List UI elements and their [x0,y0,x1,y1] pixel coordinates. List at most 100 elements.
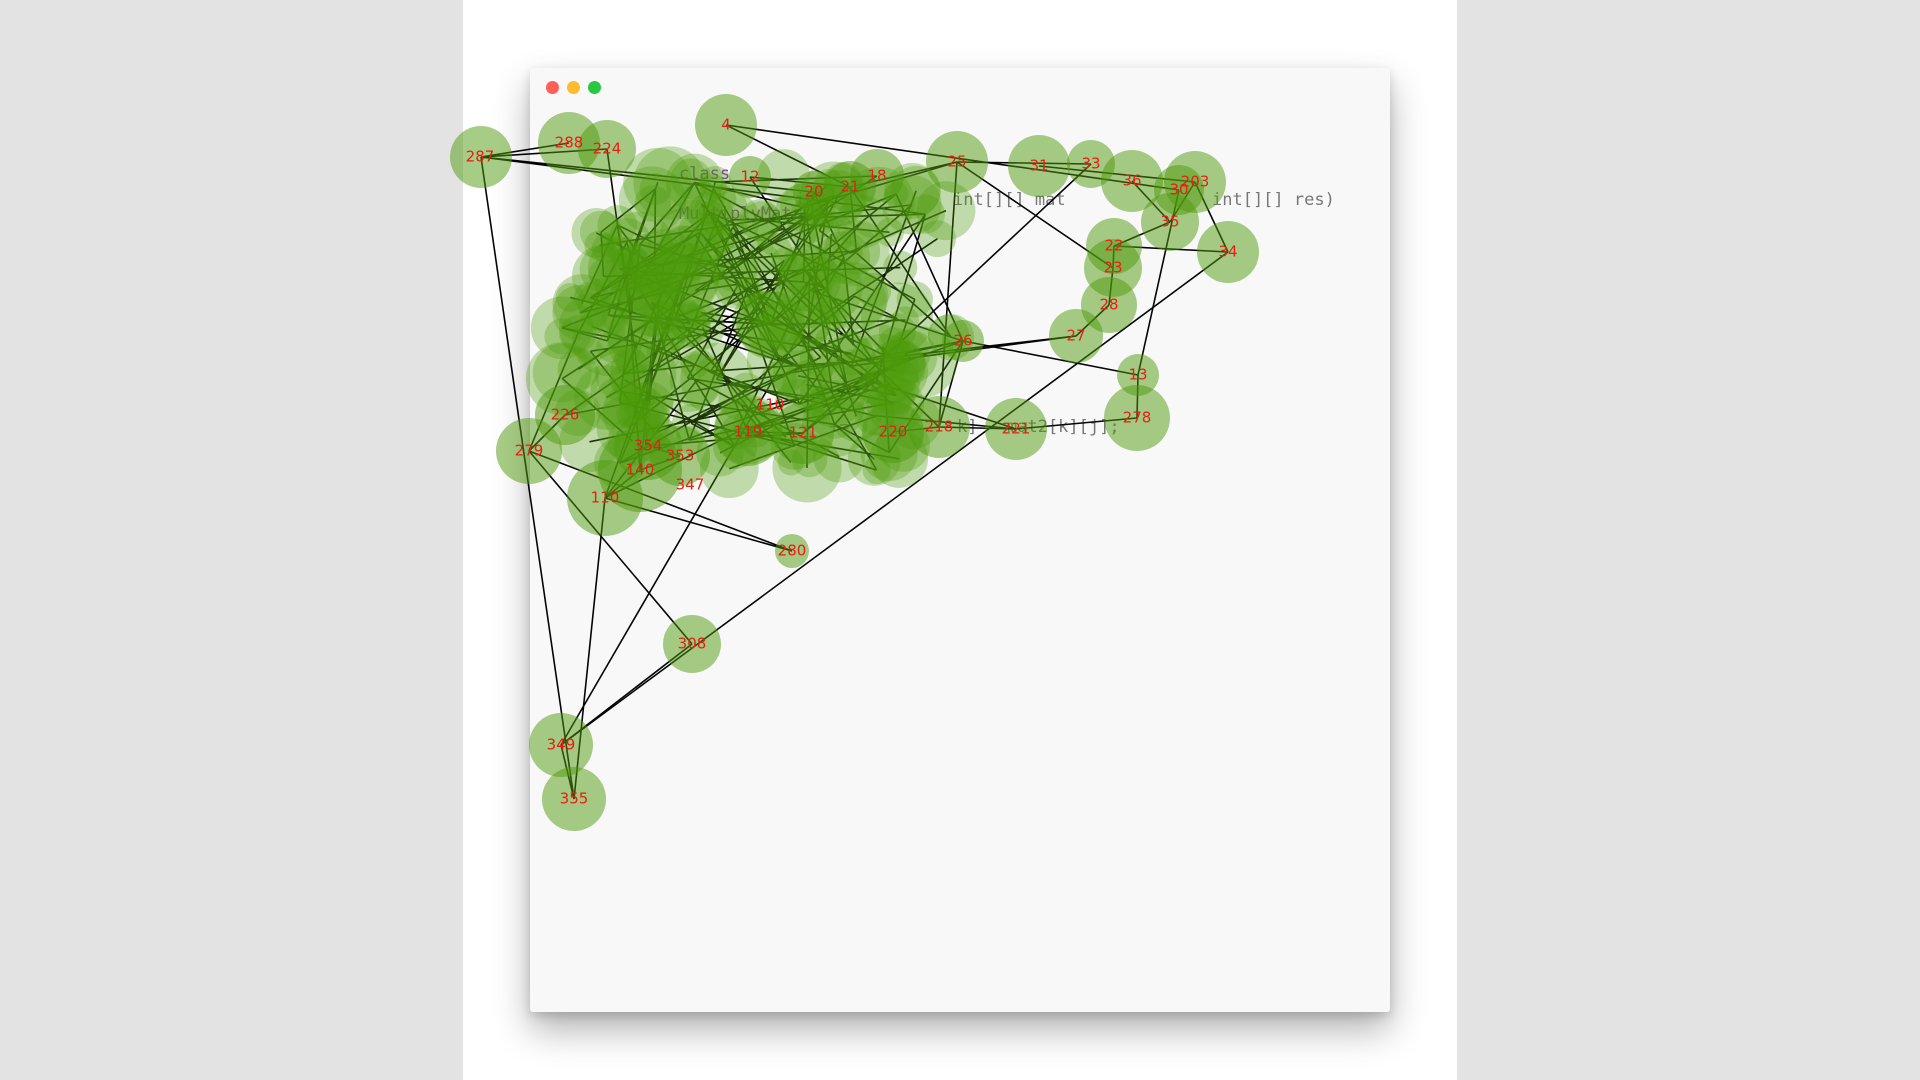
graph-node-179 [658,225,710,277]
graph-edge-48 [849,186,952,338]
graph-node-164 [654,308,679,334]
graph-node-228 [815,326,842,354]
graph-node-label-38: 110 [756,396,785,414]
graph-node-265 [927,314,975,361]
graph-edge-28 [710,211,848,384]
graph-node-132 [639,173,672,206]
graph-node-11 [1197,221,1259,283]
graph-node-60 [778,249,841,312]
graph-node-128 [713,424,758,469]
graph-node-139 [884,329,931,376]
graph-node-196 [554,389,601,436]
graph-edge-131 [590,276,678,299]
graph-edge-72 [875,213,927,383]
graph-node-163 [712,236,785,309]
graph-node-184 [634,185,672,222]
graph-edge-200 [651,301,802,369]
graph-node-220 [654,254,701,300]
graph-node-100 [753,196,818,261]
graph-edge-210 [577,241,628,335]
graph-node-217 [590,359,657,425]
graph-node-212 [810,395,836,421]
graph-node-53 [669,303,711,345]
graph-node-183 [821,262,889,330]
graph-edge-151 [600,231,605,277]
graph-edge-185 [663,211,712,265]
graph-node-263 [757,300,807,350]
graph-node-80 [842,166,915,239]
graph-node-225 [647,242,720,315]
graph-edge-207 [759,219,890,234]
maximize-window-button[interactable] [588,81,601,94]
graph-node-219 [829,331,874,376]
graph-edge-214 [803,267,855,346]
graph-node-78 [699,439,759,499]
graph-node-14 [1101,150,1163,212]
graph-node-39 [602,381,666,445]
graph-node-87 [616,395,651,431]
graph-node-7 [850,149,904,203]
graph-node-223 [696,429,744,477]
graph-node-label-18: 28 [1099,296,1118,314]
graph-node-258 [653,225,725,297]
graph-node-237 [757,149,810,202]
graph-node-label-15: 35 [1160,213,1179,231]
graph-node-104 [876,376,916,415]
graph-node-141 [787,303,831,347]
graph-node-123 [854,395,896,437]
graph-node-label-4: 12 [740,168,759,186]
graph-node-245 [768,335,833,400]
graph-node-174 [773,425,798,450]
graph-edge-183 [882,346,899,368]
graph-node-233 [559,315,597,353]
graph-node-197 [891,165,942,216]
graph-node-129 [629,229,698,298]
graph-node-264 [815,296,851,332]
graph-node-38 [642,420,669,447]
graph-node-114 [708,227,736,254]
minimize-window-button[interactable] [567,81,580,94]
graph-node-240 [801,391,868,458]
graph-node-27 [496,418,562,484]
graph-node-185 [860,366,892,399]
graph-edge-188 [769,319,906,326]
graph-node-82 [633,146,707,220]
graph-node-93 [618,166,686,234]
graph-node-241 [772,433,842,503]
graph-edge-76 [818,229,851,254]
graph-node-243 [637,299,677,339]
graph-node-label-22: 278 [1123,409,1152,427]
graph-node-122 [877,385,912,420]
graph-node-208 [860,282,934,355]
graph-node-150 [640,309,687,355]
graph-node-label-28: 280 [778,542,807,560]
graph-node-244 [659,327,685,354]
graph-edge-189 [716,205,829,380]
graph-node-257 [927,314,970,356]
graph-node-label-31: 355 [560,790,589,808]
graph-node-157 [823,220,890,287]
graph-edge-66 [580,271,749,314]
graph-edge-61 [833,383,848,410]
graph-node-54 [710,244,758,292]
graph-node-142 [584,230,615,261]
graph-node-52 [832,227,881,275]
graph-node-24 [908,396,970,458]
graph-node-57 [891,306,919,334]
graph-node-72 [791,197,821,228]
graph-node-label-14: 36 [1122,172,1141,190]
graph-node-247 [803,182,851,230]
graph-edge-187 [700,203,825,323]
graph-node-193 [571,244,635,308]
graph-node-86 [838,329,869,361]
graph-edge-186 [626,270,639,288]
graph-edge-192 [561,327,638,344]
graph-edge-248 [564,340,964,416]
graph-node-251 [613,336,654,377]
graph-node-25 [862,401,924,463]
close-window-button[interactable] [546,81,559,94]
graph-node-238 [866,376,925,434]
graph-node-45 [916,181,976,241]
graph-node-207 [656,320,687,350]
graph-edge-153 [808,238,938,326]
